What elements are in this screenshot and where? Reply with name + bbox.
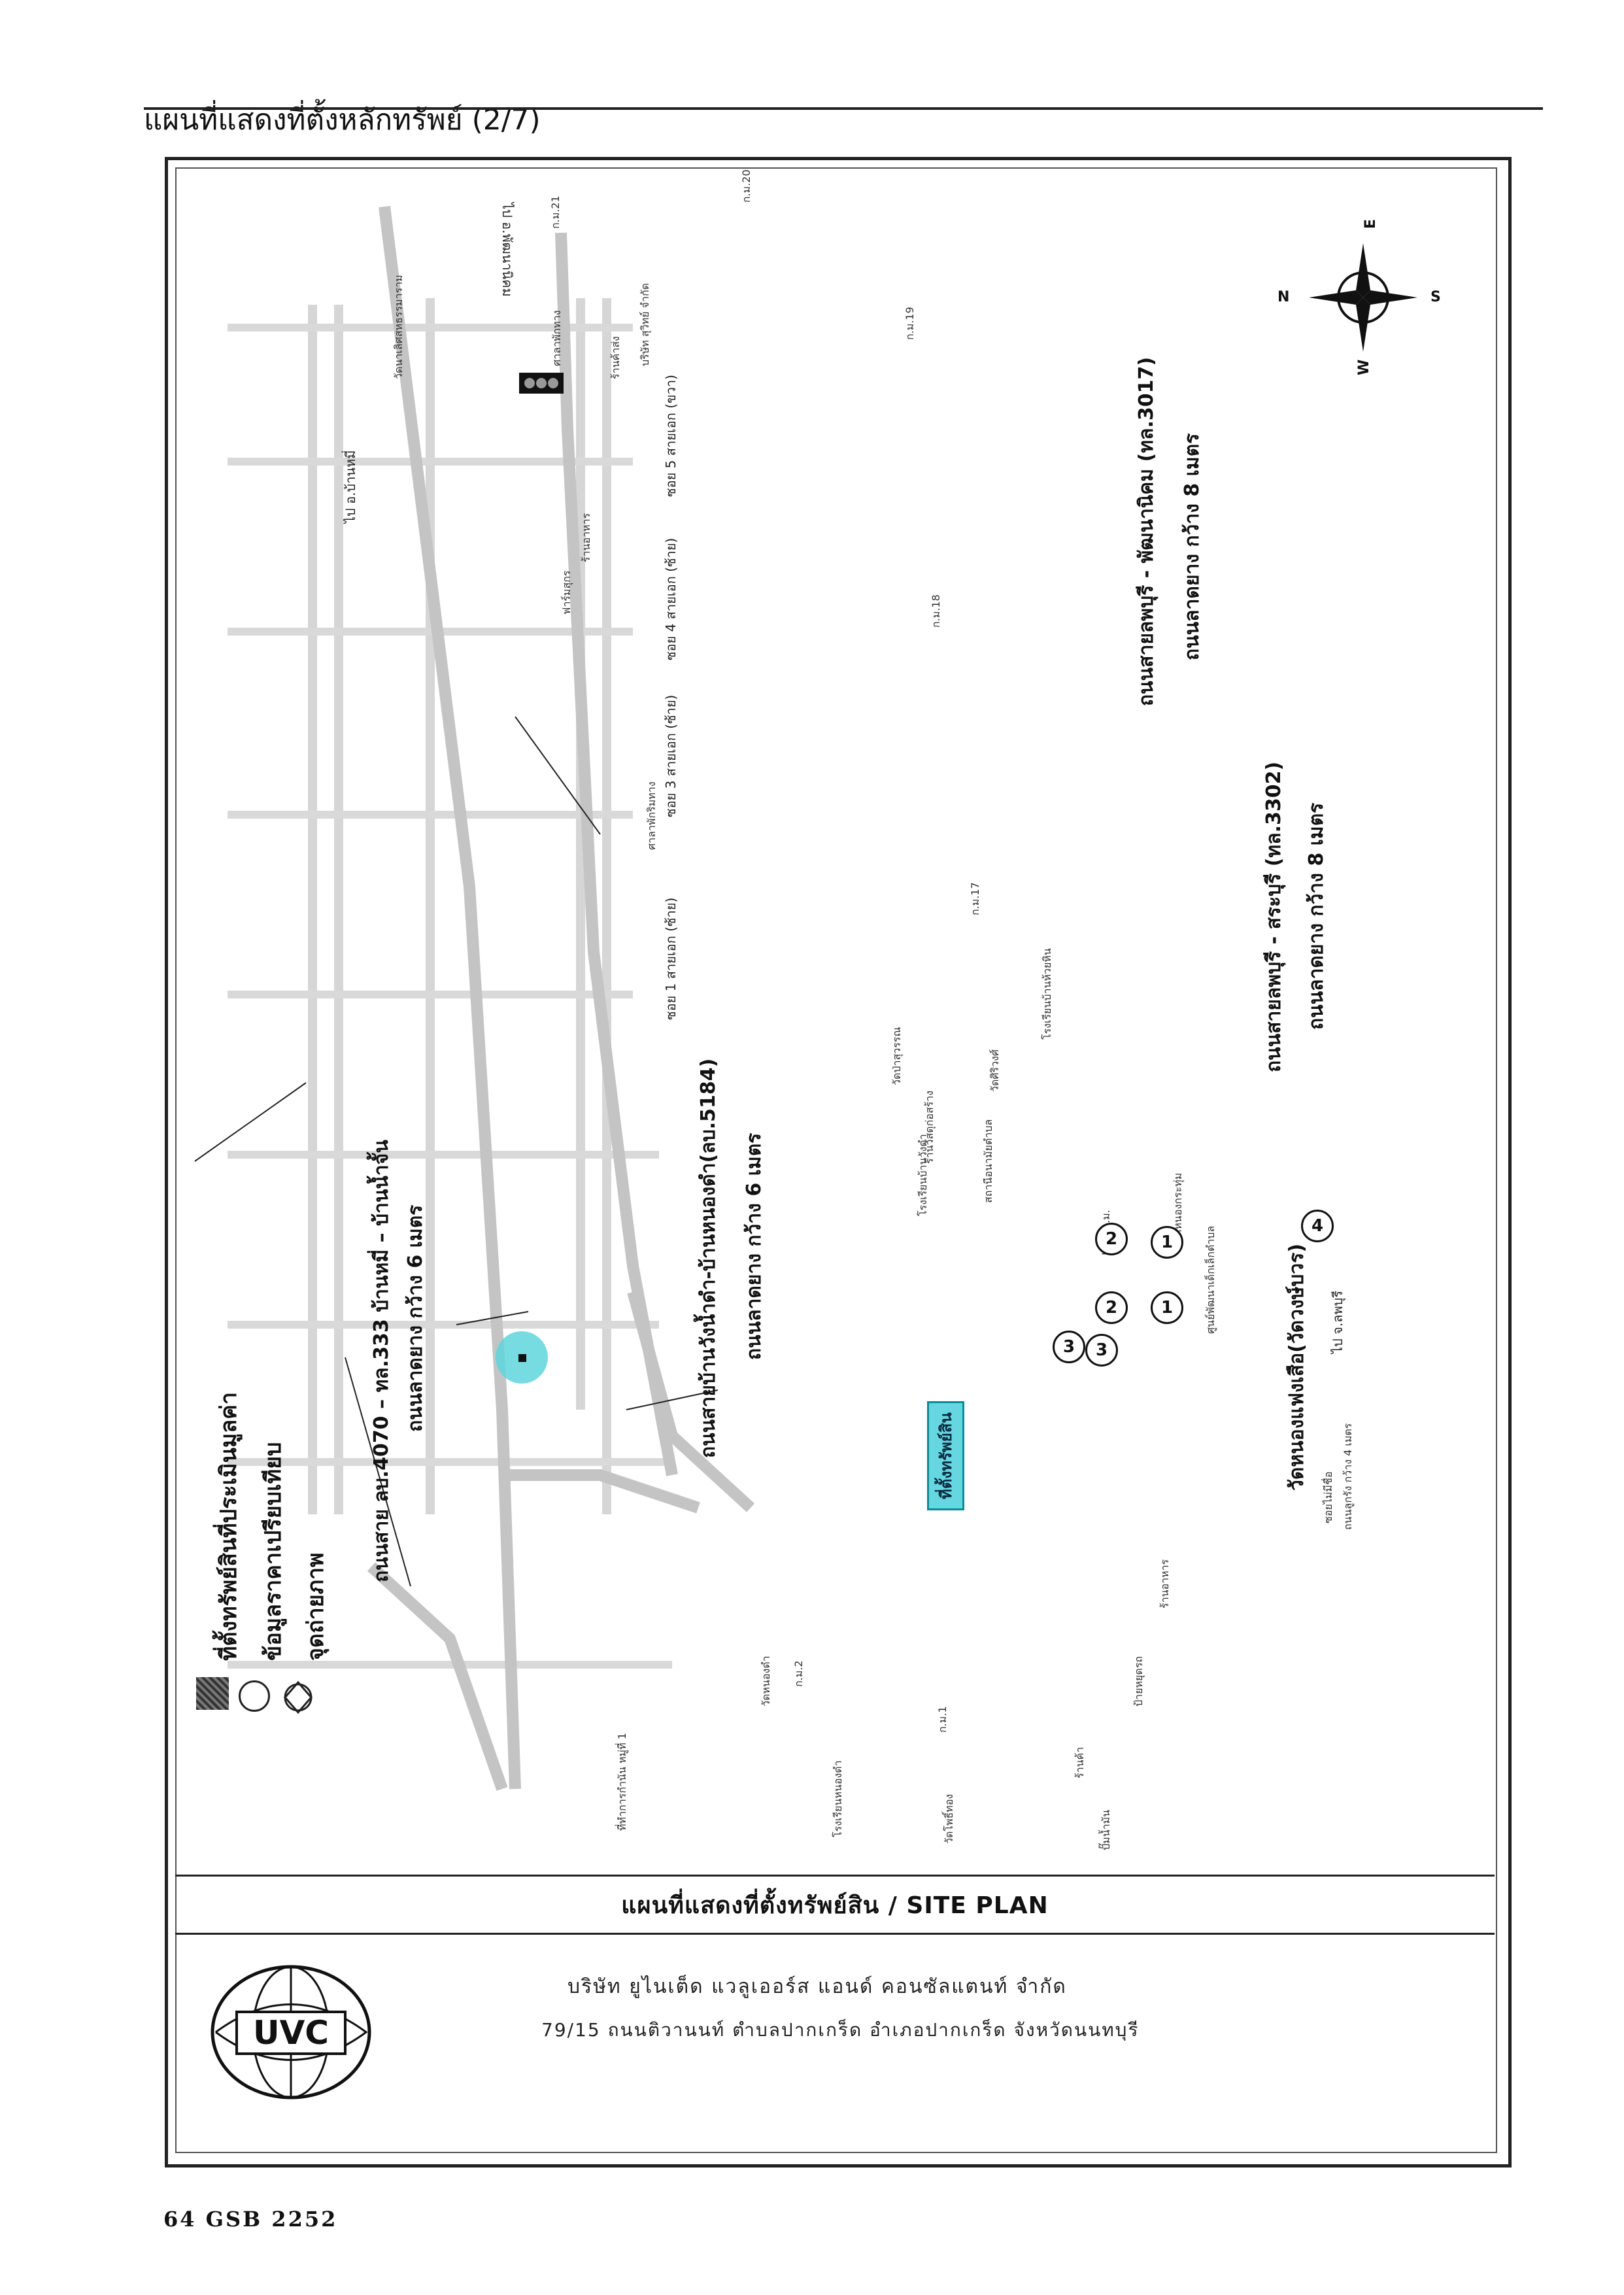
road-width-main-4: ถนนลาดยาง กว้าง 8 เมตร: [1305, 802, 1328, 1030]
place-label: ที่ทำการกำนัน หมู่ที่ 1: [616, 1733, 628, 1831]
place-label: ศาลาพักทาง: [550, 310, 563, 366]
place-label: วัดศิริวงศ์: [989, 1049, 1001, 1092]
main-roads: [367, 205, 755, 1791]
photo-point-icon: [281, 1680, 315, 1717]
km-label: ก.ม.21: [549, 196, 562, 229]
place-label: โรงเรียนหนองดำ: [832, 1760, 844, 1837]
circle-icon: [239, 1680, 270, 1712]
cross-roads: [228, 324, 672, 1669]
to-label-lopburi: ไป จ.ลพบุรี: [1330, 1290, 1345, 1353]
comparison-marker-2: 2: [1095, 1223, 1128, 1255]
road-width-main-1: ถนนลาดยาง กว้าง 6 เมตร: [404, 1204, 427, 1432]
road-label-main-2: ถนนสายบ้านวังน้ำดำ-บ้านหนองดำ(ลบ.5184): [697, 1058, 720, 1458]
place-label: ร้านค้า: [1074, 1746, 1086, 1778]
compass-w: W: [1356, 359, 1372, 375]
photo-marker-3: 3: [1053, 1331, 1085, 1363]
compass-e: E: [1362, 218, 1379, 229]
place-label: ศาลาพักริมทาง: [645, 781, 658, 850]
road-label-main-3: ถนนสายลพบุรี - พัฒนานิคม (ทล.3017): [1135, 356, 1158, 706]
document-code: 64 GSB 2252: [163, 2207, 338, 2232]
to-label-patthananikhom: ไป อ.พัฒนานิคม: [499, 203, 515, 297]
to-label-ban-mi: ไป อ.บ้านหมี่: [343, 450, 358, 523]
place-label: ซอยไม่มีชื่อ: [1322, 1471, 1334, 1523]
road-width-main-2: ถนนลาดยาง กว้าง 6 เมตร: [743, 1132, 766, 1360]
legend-item-compare: ข้อมูลราคาเปรียบเทียบ: [260, 1442, 286, 1661]
km-label: ก.ม.2: [792, 1660, 805, 1687]
site-map: [194, 205, 755, 1791]
km-label: ก.ม.19: [904, 307, 916, 340]
comparison-marker-3: 3: [1085, 1334, 1118, 1367]
traffic-light-icon: [519, 373, 564, 394]
place-label: ร้านอาหาร: [1159, 1559, 1171, 1608]
road-label-main-4: ถนนสายลพบุรี - สระบุรี (ทล.3302): [1262, 761, 1285, 1072]
km-label: ก.ม.18: [930, 594, 942, 628]
km-label: ก.ม.1: [936, 1706, 949, 1733]
compass-icon: [1309, 243, 1417, 352]
road-width-main-3: ถนนลาดยาง กว้าง 8 เมตร: [1181, 433, 1204, 660]
compass-rose: N S E W: [1277, 219, 1441, 375]
legend-item-photo: จุดถ่ายภาพ: [303, 1552, 329, 1661]
site-marker: [518, 1354, 526, 1362]
map-frame-inner: [175, 167, 1497, 2153]
site-plan-title: แผนที่แสดงที่ตั้งทรัพย์สิน / SITE PLAN: [175, 1875, 1495, 1935]
header-divider: [144, 107, 1543, 110]
compass-n: N: [1277, 289, 1290, 305]
page-title: แผนที่แสดงที่ตั้งหลักทรัพย์ (2/7): [144, 103, 541, 137]
km-label: ก.ม.20: [740, 169, 753, 203]
place-label: วัดนาเลิศสหธรรมาราม: [392, 275, 405, 379]
place-label: บริษัท สุวิทย์ จำกัด: [639, 282, 651, 366]
place-label: ป้ายหยุดรถ: [1132, 1656, 1145, 1707]
logo-text: UVC: [253, 2014, 329, 2052]
place-label: วัดป่าสุวรรณ: [890, 1027, 903, 1085]
place-label: ปั๊มน้ำมัน: [1100, 1809, 1112, 1850]
place-label: ร้านอาหาร: [580, 513, 592, 562]
photo-marker-2: 2: [1095, 1291, 1128, 1324]
company-name: บริษัท ยูไนเต็ด แวลูเออร์ส แอนด์ คอนซัลแ…: [567, 1975, 1067, 1998]
soi-label-4: ซอย 4 สายเอก (ซ้าย): [663, 537, 679, 660]
place-label: ฟาร์มสุกร: [560, 570, 573, 615]
place-label: วัดหนองดำ: [760, 1656, 772, 1707]
comparison-marker-1: 1: [1151, 1226, 1183, 1259]
place-label: สถานีอนามัยตำบล: [982, 1119, 994, 1203]
road-label-main-1: ถนนสาย ลบ.4070 – ทล.333 บ้านหมี่ – บ้านน…: [370, 1140, 393, 1582]
compass-s: S: [1430, 289, 1441, 305]
soi-label-5: ซอย 5 สายเอก (ขวา): [663, 375, 679, 497]
place-label-wat-nong-faeng: วัดหนองแฟงเสือ(วัดวงษ์บวร): [1285, 1243, 1308, 1491]
place-label: ถนนลูกรัง กว้าง 4 เมตร: [1342, 1423, 1354, 1530]
soi-label-1: ซอย 1 สายเอก (ซ้าย): [663, 897, 679, 1020]
place-label: โรงเรียนบ้านวังดำ: [917, 1134, 929, 1216]
company-block: UVC บริษัท ยูไนเต็ด แวลูเออร์ส แอนด์ คอน…: [175, 1931, 1495, 2150]
pointer-lines: [194, 716, 719, 1587]
place-label: โรงเรียนบ้านห้วยหิน: [1041, 948, 1053, 1040]
legend-item-site: ที่ตั้งทรัพย์สินที่ประเมินมูลค่า: [216, 1392, 242, 1661]
place-label: ร้านค้าส่ง: [609, 336, 622, 379]
place-label: ศูนย์พัฒนาเด็กเล็กตำบล: [1204, 1225, 1217, 1334]
company-address: 79/15 ถนนติวานนท์ ตำบลปากเกร็ด อำเภอปากเ…: [541, 2019, 1140, 2041]
place-label: วัดโพธิ์ทอง: [943, 1794, 955, 1844]
comparison-marker-4: 4: [1301, 1210, 1334, 1242]
site-location-label: ที่ตั้งทรัพย์สิน: [927, 1401, 964, 1510]
photo-marker-1: 1: [1151, 1291, 1183, 1324]
map-frame: [165, 157, 1512, 2168]
minor-roads: [308, 298, 611, 1514]
hatched-square-icon: [196, 1677, 229, 1710]
uvc-logo: UVC: [203, 1957, 379, 2107]
soi-label-3: ซอย 3 สายเอก (ซ้าย): [663, 694, 679, 817]
km-label: ก.ม.17: [969, 882, 981, 915]
